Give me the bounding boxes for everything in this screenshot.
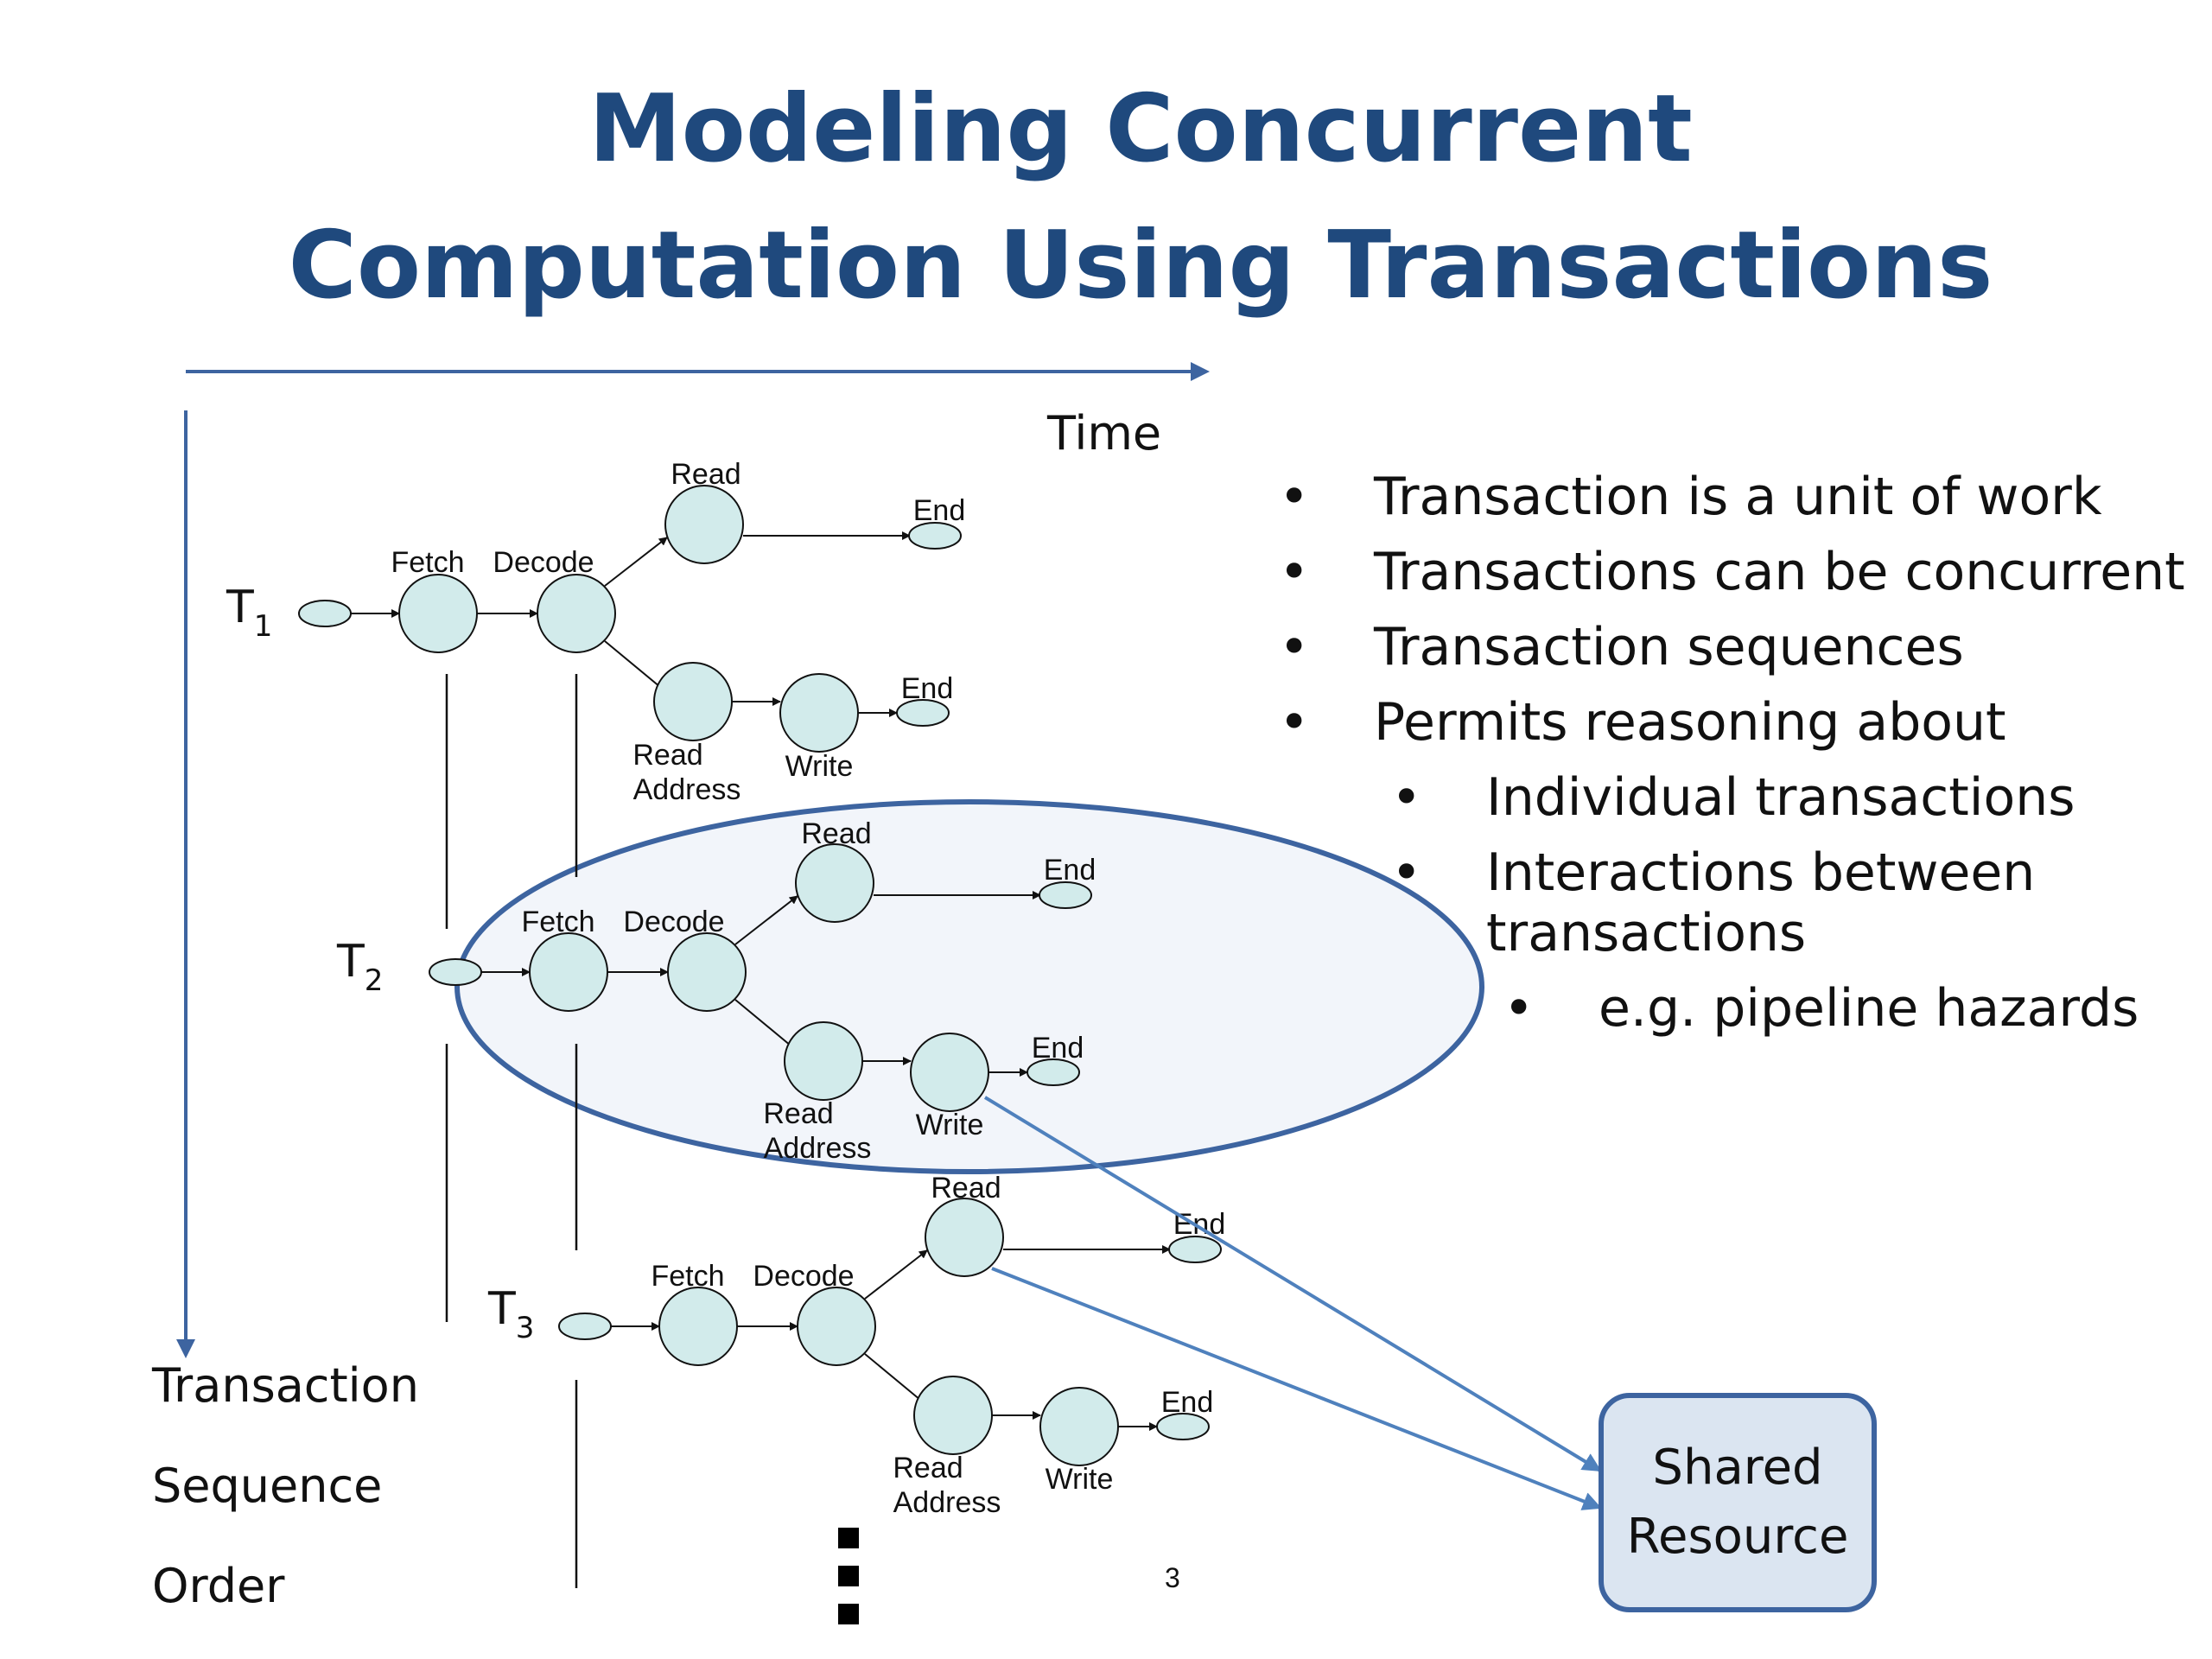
- write-label: Write: [785, 750, 854, 783]
- fetch-label: Fetch: [521, 906, 594, 938]
- fetch-label: Fetch: [391, 546, 464, 579]
- fetch-label: Fetch: [651, 1260, 724, 1293]
- continuation-dot: [838, 1566, 859, 1586]
- end-label: End: [1044, 854, 1096, 887]
- slide-title-line-2: Computation Using Transactions: [288, 212, 1993, 320]
- order-label-line-3: Order: [152, 1559, 285, 1613]
- end-label: End: [1161, 1386, 1214, 1419]
- shared-resource-connector: [991, 1267, 1602, 1510]
- decode-node: [667, 932, 747, 1012]
- fetch-node: [658, 1287, 738, 1366]
- read-node: [795, 843, 874, 923]
- continuation-dot: [838, 1528, 859, 1548]
- shared-resource-connector: [983, 1096, 1602, 1472]
- write-node: [910, 1033, 989, 1112]
- write-node: [1039, 1387, 1119, 1466]
- decode-label: Decode: [493, 546, 594, 579]
- write-label: Write: [1046, 1463, 1114, 1496]
- start-node: [298, 600, 352, 627]
- shared-resource-box: Shared Resource: [1599, 1393, 1877, 1612]
- transaction-t2: T2 Fetch Decode Read End Read Address Wr…: [336, 817, 1096, 1165]
- end-node: [1039, 881, 1092, 909]
- order-label-line-2: Sequence: [152, 1459, 383, 1513]
- end-node: [1156, 1413, 1210, 1440]
- sequence-axis-arrowhead: [176, 1339, 195, 1358]
- fetch-node: [529, 932, 608, 1012]
- start-node: [558, 1313, 612, 1340]
- t3-label: T3: [487, 1283, 534, 1345]
- end-label: End: [1173, 1208, 1226, 1241]
- write-node: [779, 673, 859, 753]
- page-number: 3: [1165, 1562, 1180, 1593]
- read-address-node: [653, 662, 733, 741]
- bullet-subitem: Individual transactions: [1279, 767, 2195, 828]
- fetch-node: [398, 574, 478, 653]
- read-address-label: Address: [633, 773, 741, 806]
- continuation-dot: [838, 1604, 859, 1624]
- read-address-label: Address: [893, 1486, 1001, 1519]
- read-label: Read: [801, 817, 871, 850]
- transaction-t3: T3 Fetch Decode Read End Read Address Wr…: [487, 1172, 1225, 1519]
- shared-resource-line-1: Shared: [1652, 1440, 1823, 1496]
- write-label: Write: [916, 1109, 984, 1141]
- end-label: End: [913, 494, 966, 527]
- read-label: Read: [931, 1172, 1001, 1205]
- start-node: [429, 958, 482, 986]
- order-label-line-1: Transaction: [152, 1358, 419, 1413]
- shared-resource-line-2: Resource: [1626, 1509, 1849, 1565]
- bullet-item: Permits reasoning about: [1279, 692, 2195, 753]
- read-address-label: Address: [764, 1132, 872, 1165]
- decode-label: Decode: [753, 1260, 854, 1293]
- bullet-subitem: Interactions between transactions: [1279, 842, 2195, 963]
- end-node: [1027, 1058, 1080, 1086]
- end-label: End: [1032, 1032, 1084, 1065]
- t2-label: T2: [336, 936, 383, 998]
- bullet-subsubitem: e.g. pipeline hazards: [1279, 978, 2195, 1039]
- bullet-item: Transaction is a unit of work: [1279, 467, 2195, 527]
- decode-node: [797, 1287, 876, 1366]
- time-axis-label: Time: [1047, 406, 1162, 461]
- end-label: End: [901, 672, 954, 705]
- read-address-node: [913, 1376, 993, 1455]
- read-address-label: Read: [632, 739, 702, 772]
- read-label: Read: [671, 458, 741, 491]
- transaction-t1: T1 Fetch Decode Read End Read Address Wr…: [226, 458, 965, 806]
- slide-title-line-1: Modeling Concurrent: [588, 75, 1693, 183]
- read-address-label: Read: [763, 1097, 833, 1130]
- read-node: [664, 485, 744, 564]
- time-axis-arrowhead: [1191, 362, 1210, 381]
- bullet-item: Transaction sequences: [1279, 617, 2195, 677]
- end-node: [908, 522, 962, 550]
- decode-node: [537, 574, 616, 653]
- bullet-item: Transactions can be concurrent: [1279, 542, 2195, 602]
- read-node: [925, 1198, 1004, 1277]
- end-node: [1168, 1236, 1222, 1263]
- read-address-node: [784, 1021, 863, 1101]
- decode-label: Decode: [623, 906, 724, 938]
- bullet-list: Transaction is a unit of work Transactio…: [1279, 467, 2195, 1053]
- t1-label: T1: [226, 582, 272, 644]
- read-address-label: Read: [893, 1452, 963, 1484]
- end-node: [896, 699, 950, 727]
